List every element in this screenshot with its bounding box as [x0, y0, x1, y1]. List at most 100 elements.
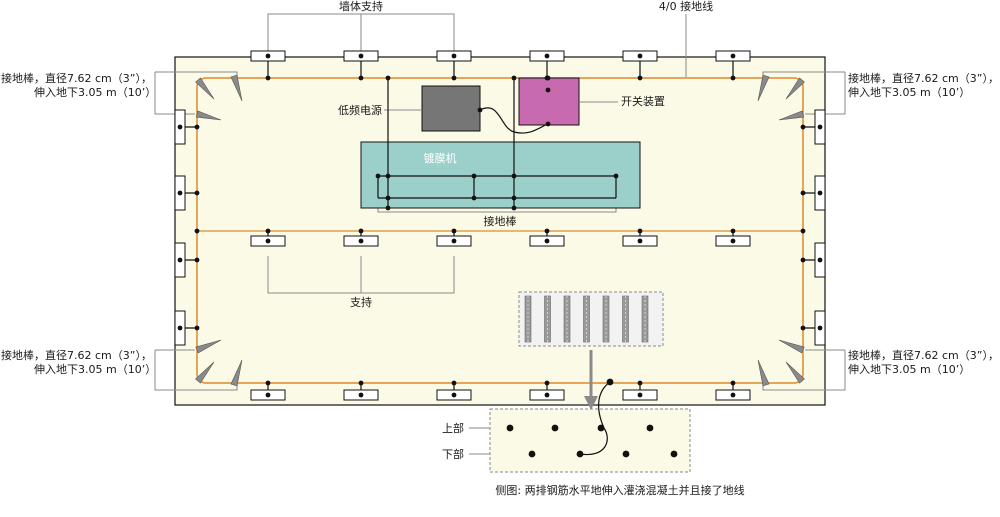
- connection-dot: [800, 228, 806, 234]
- connection-dot: [544, 380, 550, 386]
- connection-dot: [451, 75, 457, 81]
- connection-dot: [730, 238, 736, 244]
- connection-dot: [544, 392, 550, 398]
- connection-dot: [637, 53, 643, 59]
- connection-dot: [817, 257, 823, 263]
- rebar-section-dot: [646, 424, 654, 432]
- connection-dot: [194, 124, 200, 130]
- coating-machine-unit: [360, 141, 641, 209]
- rebar-icon: [583, 295, 590, 343]
- connection-dot: [265, 53, 271, 59]
- ground-rod-icon: [195, 361, 215, 384]
- rod-label-bl-line1: 接地棒，直径7.62 cm（3”），: [1, 348, 152, 362]
- ground-rod-icon: [778, 110, 805, 121]
- connection-dot: [265, 228, 271, 234]
- rod-label-bl-line2: 伸入地下3.05 m（10’）: [34, 363, 156, 376]
- rebar-icon: [563, 295, 571, 343]
- ground-rod-icon: [757, 359, 770, 387]
- connection-dot: [451, 53, 457, 59]
- connection-dot: [358, 53, 364, 59]
- connection-dot: [358, 380, 364, 386]
- side-view-rebar-points: [506, 378, 678, 458]
- connection-dot: [358, 75, 364, 81]
- connection-dot: [265, 238, 271, 244]
- upper-label: 上部: [442, 421, 464, 435]
- connection-dot: [800, 190, 806, 196]
- connection-dot: [177, 257, 183, 263]
- ground-rods: [195, 74, 805, 387]
- connection-points: [177, 53, 823, 398]
- rebar-section-dot: [606, 378, 614, 386]
- rebar-section-dot: [506, 424, 514, 432]
- connection-dot: [637, 238, 643, 244]
- side-view-arrow-head: [584, 396, 598, 410]
- ground-rod-icon: [195, 339, 222, 354]
- ground-rod-icon: [785, 77, 805, 100]
- connection-dot: [385, 173, 391, 179]
- ground-rod-icon: [230, 359, 243, 387]
- connection-dot: [637, 380, 643, 386]
- connection-dot: [511, 195, 517, 201]
- connection-dot: [545, 87, 551, 93]
- connection-dot: [730, 228, 736, 234]
- side-view-box: [489, 408, 691, 473]
- connection-dot: [385, 195, 391, 201]
- connection-dot: [451, 392, 457, 398]
- connection-dot: [730, 53, 736, 59]
- rebar-section-dot: [622, 450, 630, 458]
- connection-dot: [637, 75, 643, 81]
- connection-dot: [471, 195, 477, 201]
- connection-dot: [177, 124, 183, 130]
- rebar-icon: [641, 295, 649, 343]
- ground-rod-icon: [195, 77, 215, 100]
- connection-dot: [385, 205, 391, 211]
- ground-rod-icon: [757, 74, 770, 102]
- rod-label-br-line2: 伸入地下3.05 m（10’）: [848, 363, 970, 376]
- connection-dot: [477, 107, 483, 113]
- connection-dot: [613, 173, 619, 179]
- connection-dot: [194, 257, 200, 263]
- rebar-section-dot: [528, 450, 536, 458]
- rod-label-tl-line2: 伸入地下3.05 m（10’）: [34, 86, 156, 99]
- connection-dot: [544, 238, 550, 244]
- connection-dot: [177, 325, 183, 331]
- rebar-icon: [622, 295, 629, 343]
- rebar-icon: [602, 295, 610, 343]
- rod-label-tl-line1: 接地棒，直径7.62 cm（3”），: [1, 71, 152, 85]
- connection-dot: [511, 173, 517, 179]
- connection-dot: [817, 325, 823, 331]
- connection-dot: [544, 53, 550, 59]
- rebar-section-dot: [576, 450, 584, 458]
- connection-dot: [194, 325, 200, 331]
- connection-dot: [545, 121, 551, 127]
- rebar-section-dot: [670, 450, 678, 458]
- connection-dot: [730, 380, 736, 386]
- connection-dot: [471, 173, 477, 179]
- switchgear-label: 开关装置: [621, 94, 665, 108]
- connection-dot: [544, 228, 550, 234]
- rebar-icon: [544, 295, 551, 343]
- rebar-section-dot: [551, 424, 559, 432]
- ground-rod-icon: [778, 339, 805, 354]
- lower-label: 下部: [442, 447, 464, 461]
- connection-dot: [511, 205, 517, 211]
- rebar-bars: [524, 295, 649, 343]
- rod-label-tr-line2: 伸入地下3.05 m（10’）: [848, 86, 970, 99]
- connection-dot: [358, 238, 364, 244]
- connection-dot: [730, 75, 736, 81]
- connection-dot: [385, 75, 391, 81]
- connection-dot: [817, 124, 823, 130]
- connection-dot: [637, 392, 643, 398]
- lf-power-unit: [421, 85, 481, 132]
- connection-dot: [375, 173, 381, 179]
- switchgear-unit: [518, 77, 580, 126]
- coating-machine-label: 镀膜机: [424, 151, 457, 165]
- rebar-icon: [524, 295, 532, 343]
- connection-dot: [511, 75, 517, 81]
- connection-dot: [800, 257, 806, 263]
- ground-rod-icon: [195, 110, 222, 121]
- connection-dot: [637, 228, 643, 234]
- connection-dot: [800, 325, 806, 331]
- connection-dot: [451, 238, 457, 244]
